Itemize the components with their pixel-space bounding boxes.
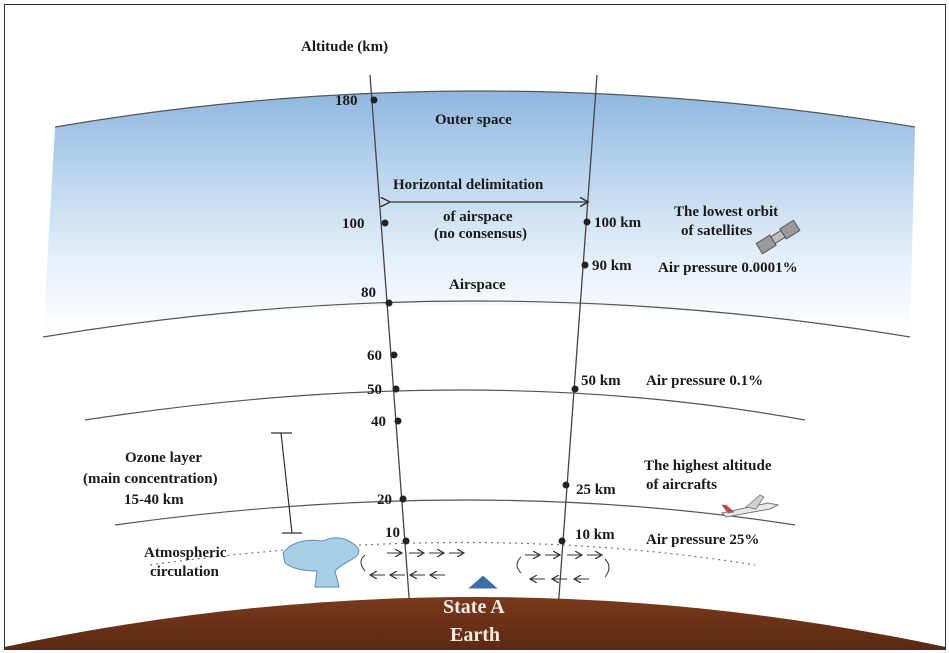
- horizontal-delimitation-line-2: of airspace: [443, 209, 513, 225]
- tick-dot-10km: [558, 537, 566, 545]
- tick-dot-80: [385, 299, 393, 307]
- shell-10km-dotted: [149, 541, 756, 566]
- mountain-icon: [465, 574, 501, 590]
- right-boundary-line: [557, 74, 598, 611]
- tick-dot-60: [390, 351, 398, 359]
- tick-dot-20: [399, 495, 407, 503]
- ozone-range-line: [280, 432, 293, 534]
- circulation-line-1: Atmospheric: [144, 545, 227, 561]
- tick-label-25km: 25 km: [576, 482, 616, 498]
- ozone-line-3: 15-40 km: [124, 492, 184, 508]
- horizontal-delimitation-line-3: (no consensus): [434, 226, 527, 242]
- satellite-icon: [755, 219, 801, 255]
- air-pressure-90-label: Air pressure 0.0001%: [658, 260, 798, 276]
- tick-dot-10: [402, 537, 410, 545]
- tick-label-80: 80: [361, 285, 376, 301]
- tick-label-100: 100: [342, 216, 365, 232]
- earth-label: Earth: [450, 624, 500, 646]
- circulation-line-2: circulation: [150, 564, 220, 580]
- tick-label-10: 10: [385, 525, 400, 541]
- tick-label-40: 40: [371, 414, 386, 430]
- shell-80km: [42, 300, 911, 338]
- tick-label-90km: 90 km: [592, 258, 632, 274]
- highest-altitude-line-2: of aircrafts: [646, 477, 717, 493]
- shell-50km: [84, 389, 806, 421]
- airspace-label: Airspace: [449, 277, 506, 293]
- circulation-arrows-left: [360, 553, 463, 575]
- cloud-icon: [282, 537, 360, 588]
- tick-dot-40: [394, 417, 402, 425]
- lowest-orbit-line-2: of satellites: [681, 223, 752, 239]
- tick-label-50: 50: [367, 382, 382, 398]
- tick-label-50km: 50 km: [581, 373, 621, 389]
- tick-label-60: 60: [367, 348, 382, 364]
- horizontal-delimitation-line-1: Horizontal delimitation: [393, 177, 544, 193]
- left-boundary-line: [369, 74, 411, 611]
- tick-dot-100: [381, 219, 389, 227]
- highest-altitude-line-1: The highest altitude: [644, 458, 772, 474]
- atmosphere-diagram: Altitude (km) Outer space Airspace Horiz…: [4, 4, 946, 650]
- tick-dot-25km: [562, 481, 570, 489]
- circulation-arrows-right: [516, 555, 610, 579]
- sky-band: [43, 91, 915, 335]
- shell-20km: [114, 499, 796, 526]
- state-label: State A: [443, 596, 505, 618]
- tick-dot-50km: [571, 385, 579, 393]
- diagram-canvas: Altitude (km) Outer space Airspace Horiz…: [5, 39, 945, 649]
- tick-label-20: 20: [377, 492, 392, 508]
- aircraft-icon: [720, 494, 780, 518]
- tick-label-10km: 10 km: [575, 527, 615, 543]
- shell-outer: [54, 90, 916, 128]
- tick-dot-50: [392, 385, 400, 393]
- tick-dot-100km: [583, 218, 591, 226]
- ozone-line-2: (main concentration): [83, 471, 218, 487]
- outer-space-label: Outer space: [435, 112, 512, 128]
- tick-dot-90km: [581, 261, 589, 269]
- tick-label-180: 180: [335, 93, 358, 109]
- lowest-orbit-line-1: The lowest orbit: [674, 204, 778, 220]
- earth-surface: [5, 597, 945, 649]
- tick-label-100km: 100 km: [594, 215, 642, 231]
- ozone-line-1: Ozone layer: [125, 450, 202, 466]
- tick-dot-180: [370, 96, 378, 104]
- altitude-title: Altitude (km): [301, 39, 388, 55]
- air-pressure-50-label: Air pressure 0.1%: [646, 373, 763, 389]
- air-pressure-10-label: Air pressure 25%: [646, 532, 759, 548]
